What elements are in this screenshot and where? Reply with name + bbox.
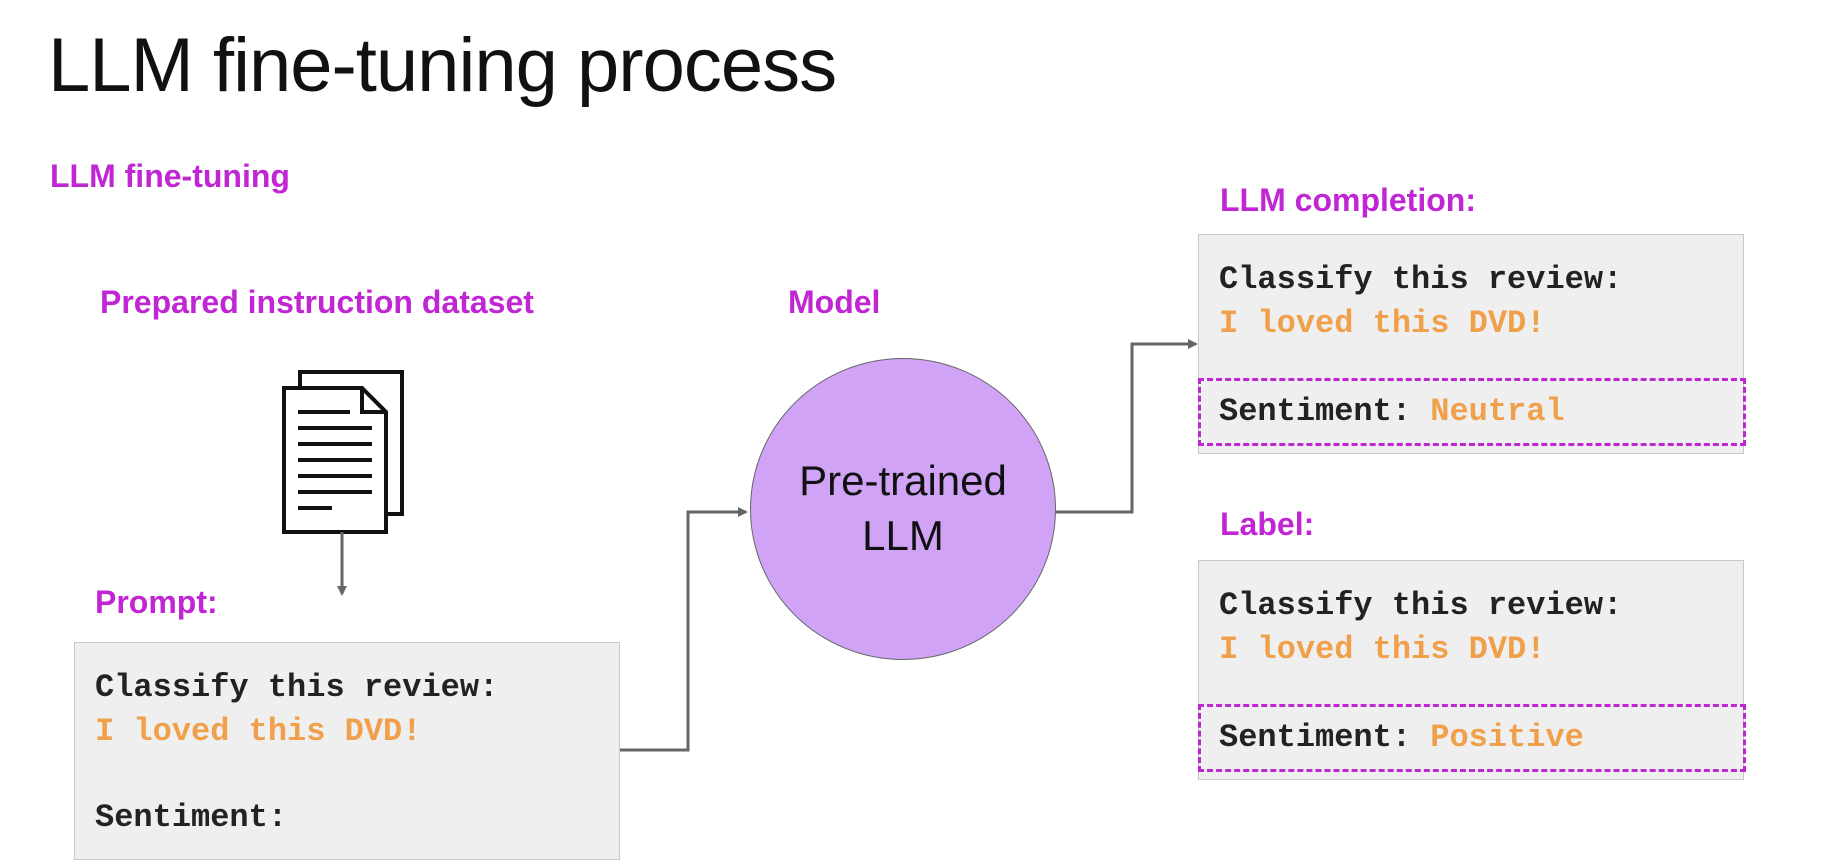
page-title: LLM fine-tuning process (48, 23, 837, 108)
prompt-line-1: Classify this review: (95, 669, 499, 706)
completion-sentiment-key: Sentiment: (1219, 393, 1412, 430)
prompt-line-2: I loved this DVD! (95, 713, 422, 750)
prompt-line-3: Sentiment: (95, 799, 288, 836)
pretrained-llm-node: Pre-trained LLM (750, 358, 1056, 660)
dataset-label: Prepared instruction dataset (100, 284, 534, 320)
label-label: Label: (1220, 506, 1315, 542)
model-label: Model (788, 284, 881, 320)
label-line-1: Classify this review: (1219, 587, 1623, 624)
prompt-label: Prompt: (95, 584, 218, 620)
label-box: Classify this review: I loved this DVD! … (1198, 560, 1744, 780)
completion-line-1: Classify this review: (1219, 261, 1623, 298)
completion-label: LLM completion: (1220, 182, 1476, 218)
completion-sentiment: Sentiment: Neutral (1219, 393, 1565, 430)
prompt-box: Classify this review: I loved this DVD! … (74, 642, 620, 860)
model-name: Pre-trained LLM (799, 457, 1007, 559)
label-sentiment-key: Sentiment: (1219, 719, 1412, 756)
label-sentiment-value: Positive (1430, 719, 1584, 756)
completion-line-2: I loved this DVD! (1219, 305, 1546, 342)
label-sentiment: Sentiment: Positive (1219, 719, 1584, 756)
section-label: LLM fine-tuning (50, 158, 290, 194)
completion-highlight (1198, 378, 1746, 446)
document-icon (282, 370, 404, 534)
completion-box: Classify this review: I loved this DVD! … (1198, 234, 1744, 454)
prompt-to-model-arrow (620, 507, 748, 752)
model-to-completion-arrow (1056, 339, 1198, 514)
completion-sentiment-value: Neutral (1430, 393, 1565, 430)
label-line-2: I loved this DVD! (1219, 631, 1546, 668)
label-highlight (1198, 704, 1746, 772)
